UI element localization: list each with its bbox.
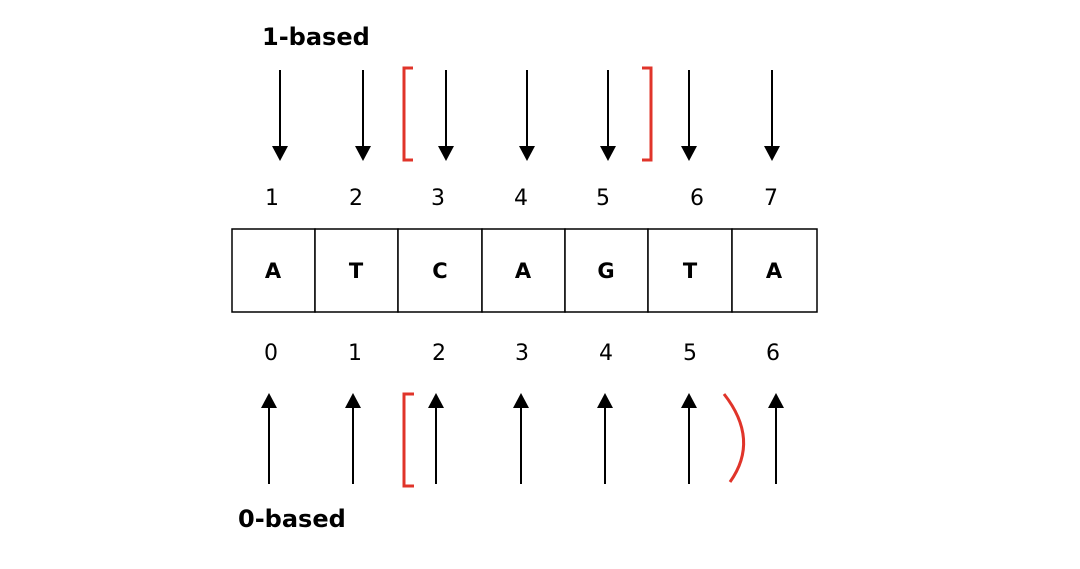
zero-based-index: 3	[515, 341, 529, 366]
one-based-index: 6	[690, 186, 704, 211]
sequence-base: A	[766, 259, 783, 283]
zero-based-index: 6	[766, 341, 780, 366]
zero-based-index-row: 0 1 2 3 4 5 6	[264, 341, 780, 366]
down-arrow-icon	[681, 70, 697, 161]
zero-based-arrows	[261, 393, 784, 484]
close-bracket-icon	[642, 66, 653, 162]
sequence-cell	[314, 228, 399, 313]
sequence-cell	[564, 228, 649, 313]
up-arrow-icon	[768, 393, 784, 484]
sequence-row: A T C A G T A	[231, 228, 818, 313]
sequence-base: G	[597, 259, 614, 283]
sequence-cell	[397, 228, 483, 313]
one-based-index: 4	[514, 186, 528, 211]
one-based-index: 7	[764, 186, 778, 211]
up-arrow-icon	[681, 393, 697, 484]
up-arrow-icon	[513, 393, 529, 484]
down-arrow-icon	[272, 70, 288, 161]
down-arrow-icon	[600, 70, 616, 161]
sequence-cell	[231, 228, 316, 313]
one-based-index: 3	[431, 186, 445, 211]
open-bracket-icon	[402, 392, 414, 488]
one-based-index-row: 1 2 3 4 5 6 7	[265, 186, 778, 211]
zero-based-index: 0	[264, 341, 278, 366]
down-arrow-icon	[764, 70, 780, 161]
sequence-cell	[481, 228, 566, 313]
zero-based-index: 4	[599, 341, 613, 366]
down-arrow-icon	[519, 70, 535, 161]
sequence-cell	[647, 228, 733, 313]
down-arrow-icon	[438, 70, 454, 161]
zero-based-index: 5	[683, 341, 697, 366]
sequence-base: T	[683, 259, 698, 283]
one-based-index: 2	[349, 186, 363, 211]
up-arrow-icon	[261, 393, 277, 484]
up-arrow-icon	[345, 393, 361, 484]
one-based-index: 1	[265, 186, 279, 211]
one-based-index: 5	[596, 186, 610, 211]
close-paren-icon	[722, 393, 746, 483]
sequence-base: T	[349, 259, 364, 283]
down-arrow-icon	[355, 70, 371, 161]
sequence-base: A	[265, 259, 282, 283]
one-based-arrows	[272, 70, 780, 161]
zero-based-label: 0-based	[238, 505, 346, 533]
up-arrow-icon	[428, 393, 444, 484]
sequence-cell	[731, 228, 818, 313]
sequence-base: C	[432, 259, 447, 283]
open-bracket-icon	[402, 66, 413, 162]
one-based-label: 1-based	[262, 23, 370, 51]
up-arrow-icon	[597, 393, 613, 484]
sequence-base: A	[515, 259, 532, 283]
zero-based-index: 1	[348, 341, 362, 366]
zero-based-index: 2	[432, 341, 446, 366]
